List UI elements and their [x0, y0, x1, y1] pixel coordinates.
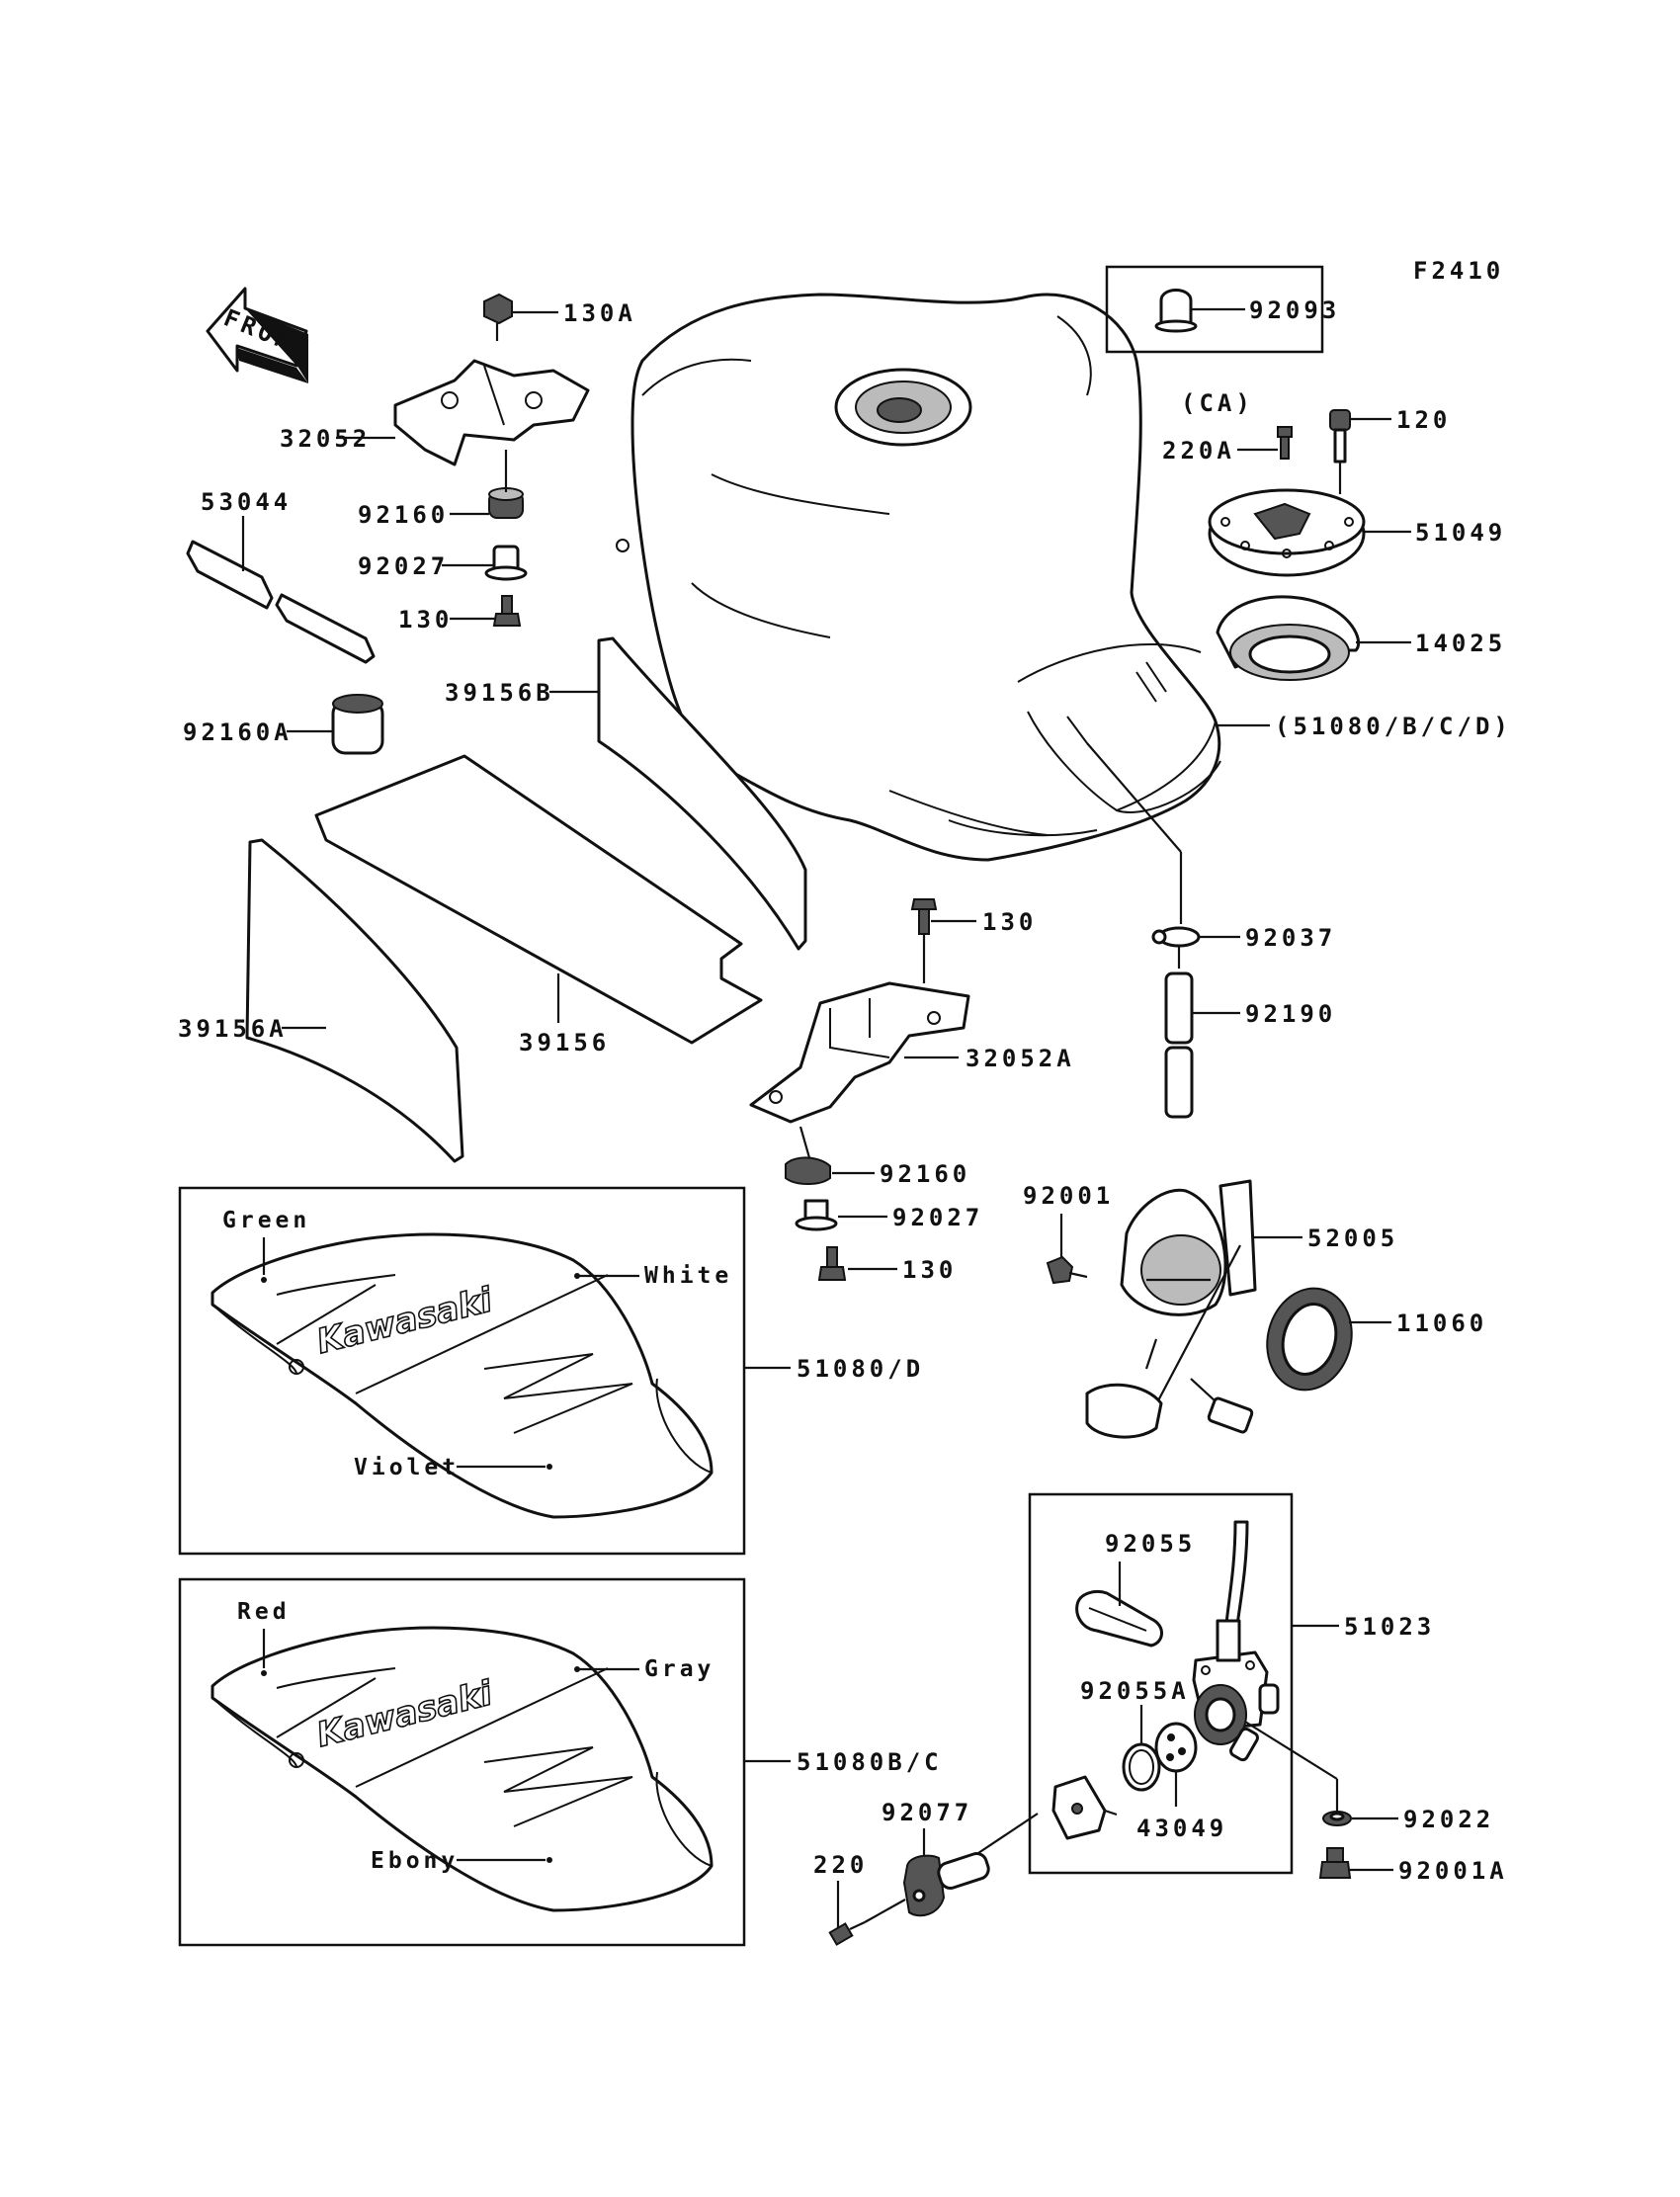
bolt-92001 — [1046, 1255, 1088, 1285]
fuel-valve-51023 — [1192, 1520, 1280, 1762]
label-92001: 92001 — [1023, 1182, 1114, 1210]
clamp-92037 — [1151, 926, 1201, 948]
label-92190: 92190 — [1245, 1000, 1336, 1028]
fuel-tank — [616, 293, 1221, 862]
front-direction-arrow: FRONT — [206, 287, 315, 383]
collar-92027 — [484, 545, 528, 581]
bracket-32052A — [749, 981, 970, 1124]
hose-92190 — [1164, 972, 1194, 1119]
label-51023: 51023 — [1344, 1613, 1435, 1641]
label-220: 220 — [813, 1851, 868, 1879]
label-92055A: 92055A — [1080, 1677, 1190, 1705]
label-92055: 92055 — [1105, 1530, 1196, 1558]
label-92160A: 92160A — [183, 718, 293, 746]
fuel-level-sensor-52005 — [1085, 1179, 1257, 1439]
label-130-mid: 130 — [982, 908, 1037, 936]
bolt-130-top — [492, 595, 522, 627]
label-32052A: 32052A — [966, 1045, 1075, 1072]
tank-side-decal-1: Kawasaki — [210, 1232, 714, 1519]
pad-39156B — [597, 636, 807, 951]
label-92037: 92037 — [1245, 924, 1336, 952]
filler-cap-51049 — [1208, 488, 1366, 577]
bolt-92001A — [1318, 1847, 1352, 1879]
label-92160-lower: 92160 — [880, 1160, 970, 1188]
color-red: Red — [237, 1599, 291, 1625]
label-130-top: 130 — [398, 606, 453, 634]
label-51080-bc: 51080B/C — [797, 1748, 943, 1776]
label-32052: 32052 — [280, 425, 371, 453]
diaphragm-43049 — [1154, 1722, 1198, 1773]
label-92027-lower: 92027 — [892, 1204, 983, 1231]
strip-53044 — [186, 540, 376, 664]
cap-92093 — [1154, 289, 1198, 333]
color-ebony: Ebony — [371, 1848, 459, 1874]
label-51080-bcd: (51080/B/C/D) — [1275, 713, 1512, 740]
color-green: Green — [222, 1208, 310, 1233]
decal-box-51080-d — [178, 1186, 746, 1556]
label-92022: 92022 — [1403, 1806, 1494, 1833]
label-220A: 220A — [1162, 437, 1235, 465]
figure-code: F2410 — [1413, 257, 1504, 285]
label-130A: 130A — [563, 299, 636, 327]
tank-side-decal-2: Kawasaki — [210, 1626, 714, 1912]
label-51080-d: 51080/D — [797, 1355, 924, 1383]
damper-92160A — [331, 694, 384, 755]
label-52005: 52005 — [1307, 1225, 1398, 1252]
label-92001A: 92001A — [1398, 1857, 1508, 1885]
label-14025: 14025 — [1415, 630, 1506, 657]
label-53044: 53044 — [201, 488, 292, 516]
fuel-valve-box-51023 — [1028, 1492, 1294, 1875]
label-39156B: 39156B — [445, 679, 554, 707]
bolt-130-low — [817, 1246, 847, 1281]
screw-220A — [1277, 426, 1293, 460]
gasket-11060 — [1266, 1287, 1353, 1392]
collar-92027-lower — [795, 1199, 838, 1231]
label-39156: 39156 — [519, 1029, 610, 1056]
color-white: White — [644, 1263, 732, 1289]
label-51049: 51049 — [1415, 519, 1506, 547]
label-43049: 43049 — [1136, 1815, 1227, 1842]
bolt-130A — [483, 293, 513, 341]
pad-39156A — [245, 838, 464, 1163]
label-92077: 92077 — [882, 1799, 972, 1826]
label-ca: (CA) — [1181, 389, 1254, 417]
pad-39156 — [314, 754, 763, 1045]
ring-14025 — [1216, 595, 1361, 681]
label-92160: 92160 — [358, 501, 449, 529]
label-39156A: 39156A — [178, 1015, 288, 1043]
label-120: 120 — [1396, 406, 1451, 434]
bolt-130-mid — [910, 898, 938, 935]
ca-variant-box — [1105, 265, 1324, 354]
knob-92077 — [902, 1852, 990, 1917]
gasket-92055 — [1075, 1590, 1163, 1648]
label-92093: 92093 — [1249, 296, 1340, 324]
washer-92022 — [1322, 1811, 1352, 1826]
label-11060: 11060 — [1396, 1310, 1487, 1337]
color-violet: Violet — [354, 1455, 460, 1480]
label-92027: 92027 — [358, 552, 449, 580]
label-130-low: 130 — [902, 1256, 957, 1284]
bracket-32052 — [393, 359, 590, 466]
color-gray: Gray — [644, 1656, 714, 1682]
bolt-120 — [1329, 409, 1351, 464]
grommet-92160-lower — [785, 1156, 831, 1185]
valve-cover — [1051, 1775, 1118, 1840]
screw-220 — [828, 1921, 866, 1946]
grommet-92160 — [488, 487, 524, 519]
